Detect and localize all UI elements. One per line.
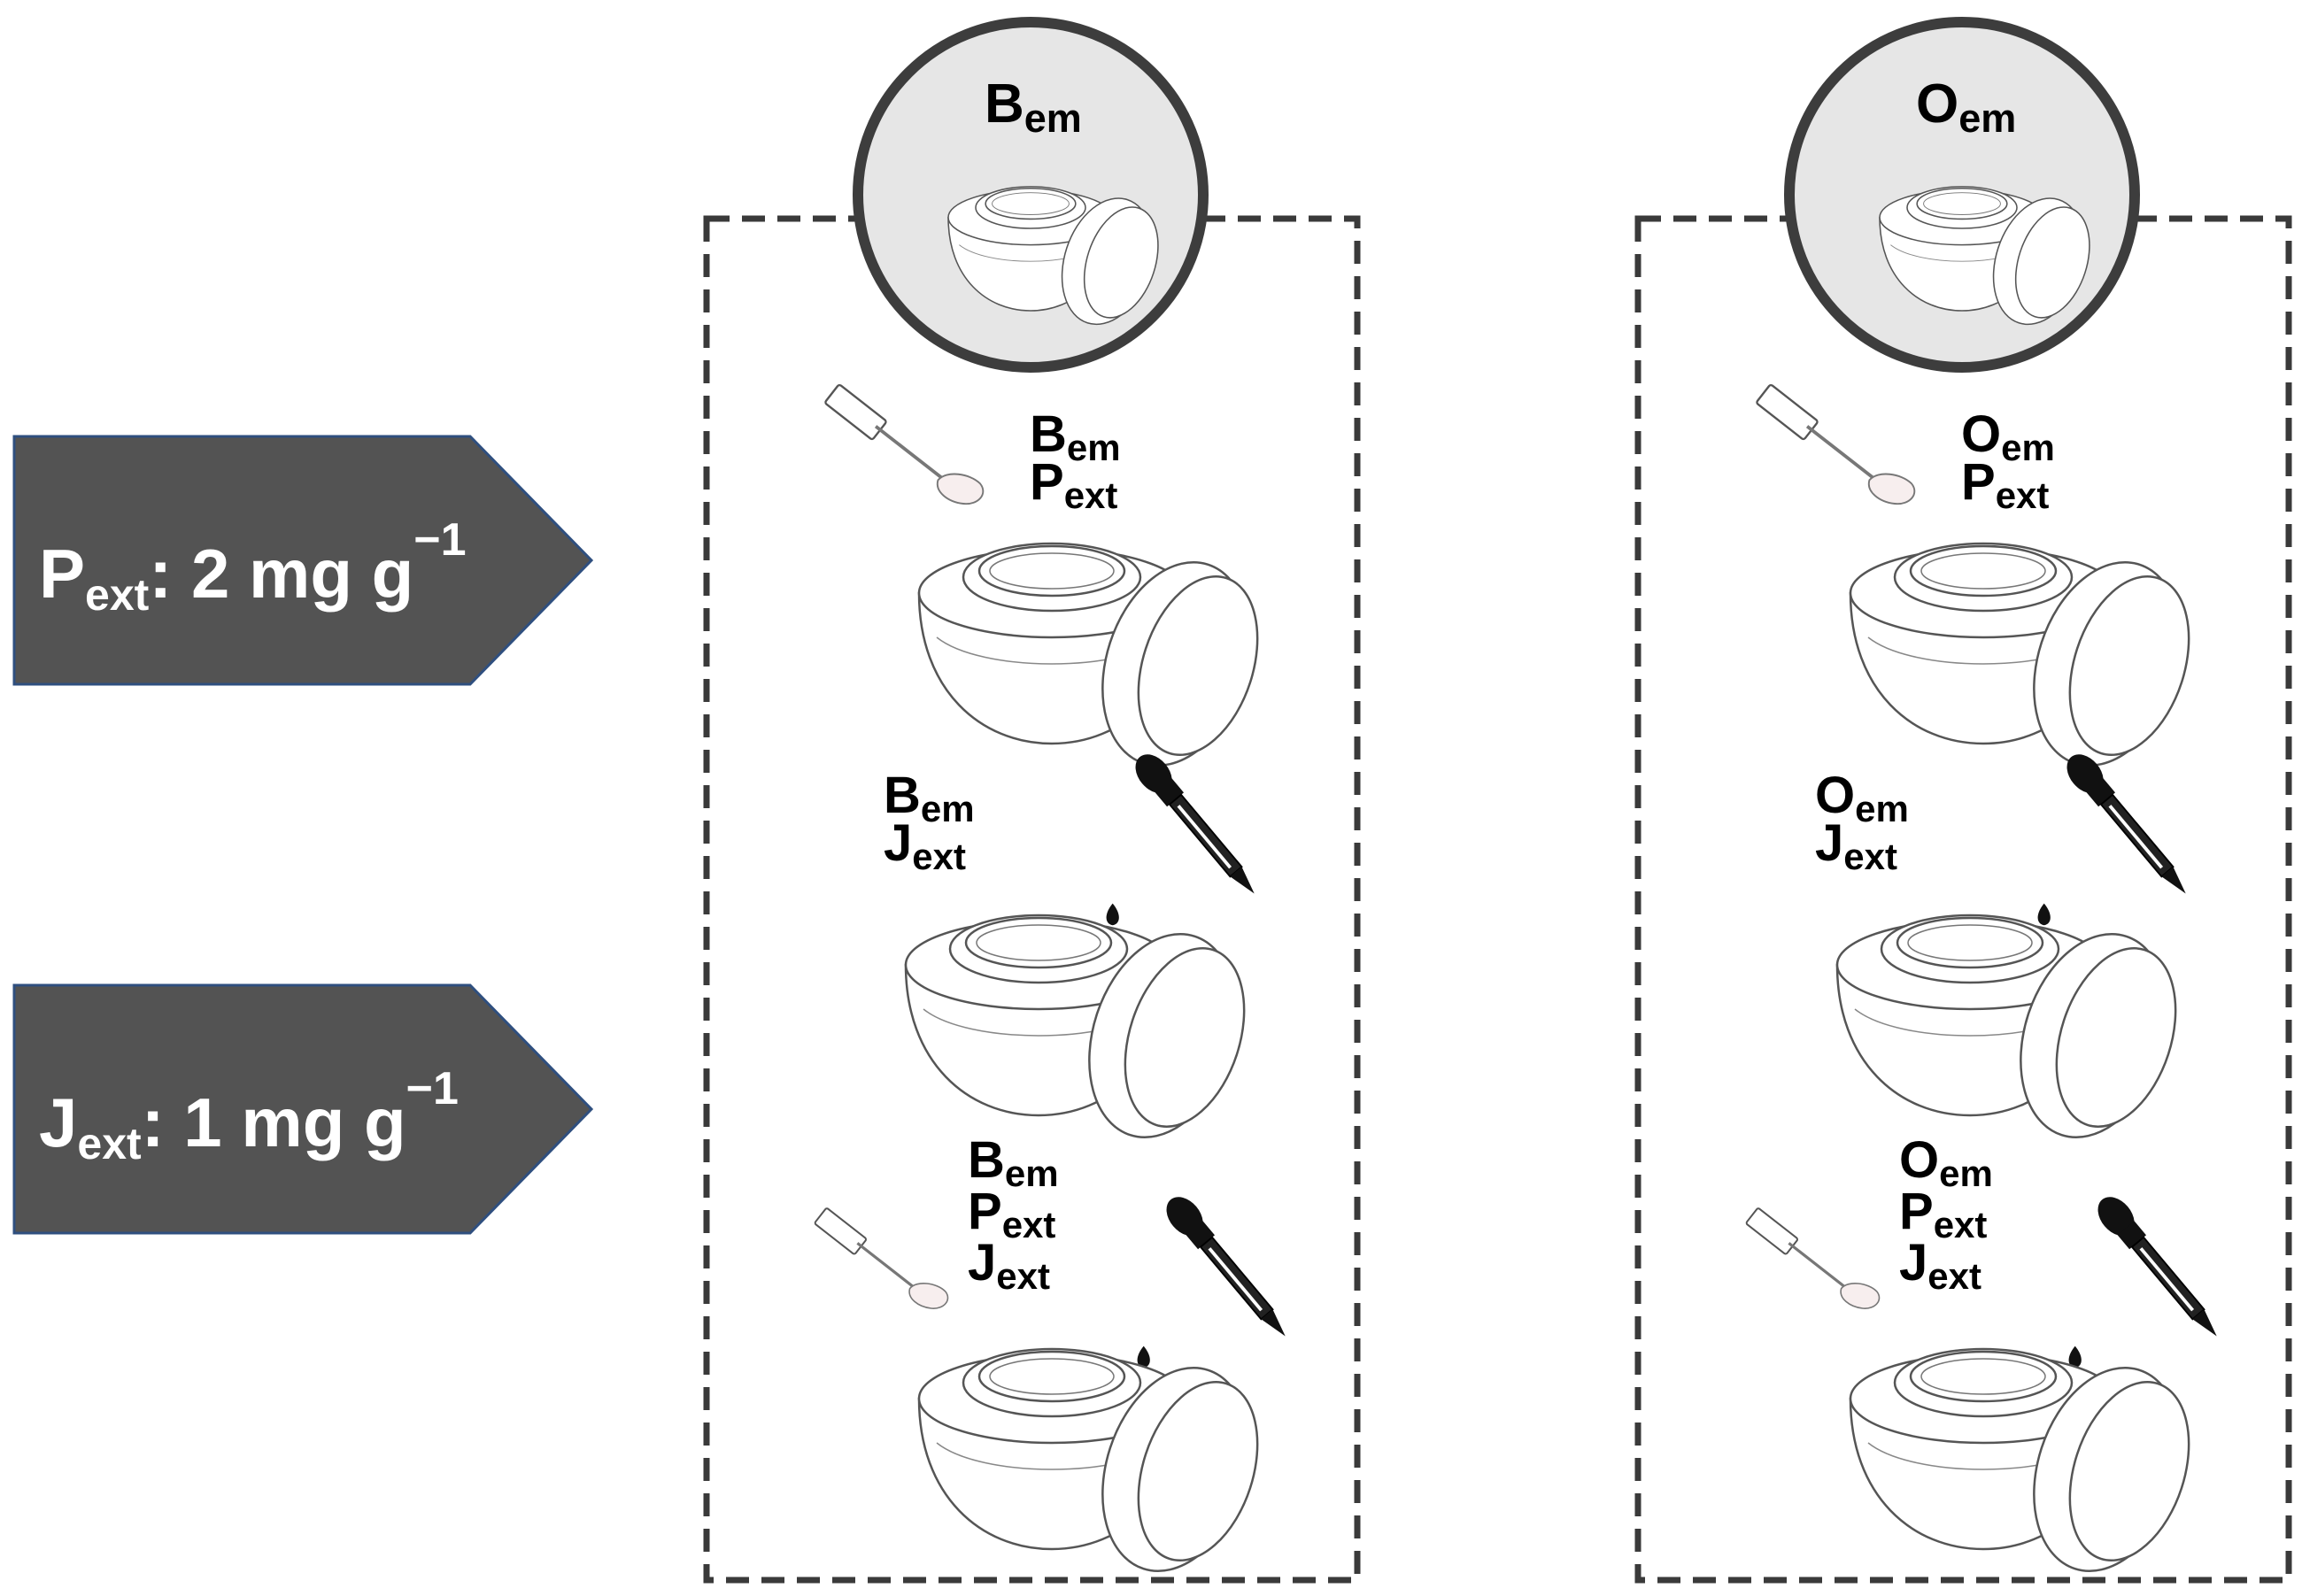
sample-label: Oem [1899,1131,1993,1194]
base-label: Bem [985,73,1082,141]
sample-label: Jext [1815,814,1897,877]
sample-label: Jext [884,814,966,877]
cream-jar-icon [917,542,1280,786]
sample-label: Jext [968,1234,1050,1297]
arrow-label: Pext: 2 mg g−1 [39,514,467,620]
cream-jar-icon [1835,914,2198,1158]
dropper-icon [1136,1189,1298,1369]
spatula-icon [823,382,985,506]
cream-jar-icon [1849,542,2212,786]
base-label: Oem [1916,73,2016,141]
dropper-icon [2036,746,2198,927]
concentration-arrow-p: Pext: 2 mg g−1 [12,435,594,686]
spatula-icon [813,1206,950,1310]
spatula-icon [1754,382,1917,506]
sample-label: Pext [1961,453,2049,516]
cream-jar-icon [1849,1347,2212,1592]
sample-label: Bem [968,1131,1059,1194]
arrow-label: Jext: 1 mg g−1 [39,1063,459,1168]
dropper-icon [1105,746,1267,927]
sample-label: Jext [1899,1234,1981,1297]
sample-label: Oem [1961,405,2055,468]
cream-jar-icon [904,914,1267,1158]
spatula-icon [1744,1206,1881,1310]
sample-label: Bem [1030,405,1121,468]
sample-label: Pext [1899,1183,1987,1245]
sample-label: Bem [884,767,975,829]
dropper-icon [2067,1189,2229,1369]
concentration-arrow-j: Jext: 1 mg g−1 [12,983,594,1235]
sample-label: Pext [968,1183,1055,1245]
sample-label: Oem [1815,767,1909,829]
sample-label: Pext [1030,453,1117,516]
cream-jar-icon [917,1347,1280,1592]
